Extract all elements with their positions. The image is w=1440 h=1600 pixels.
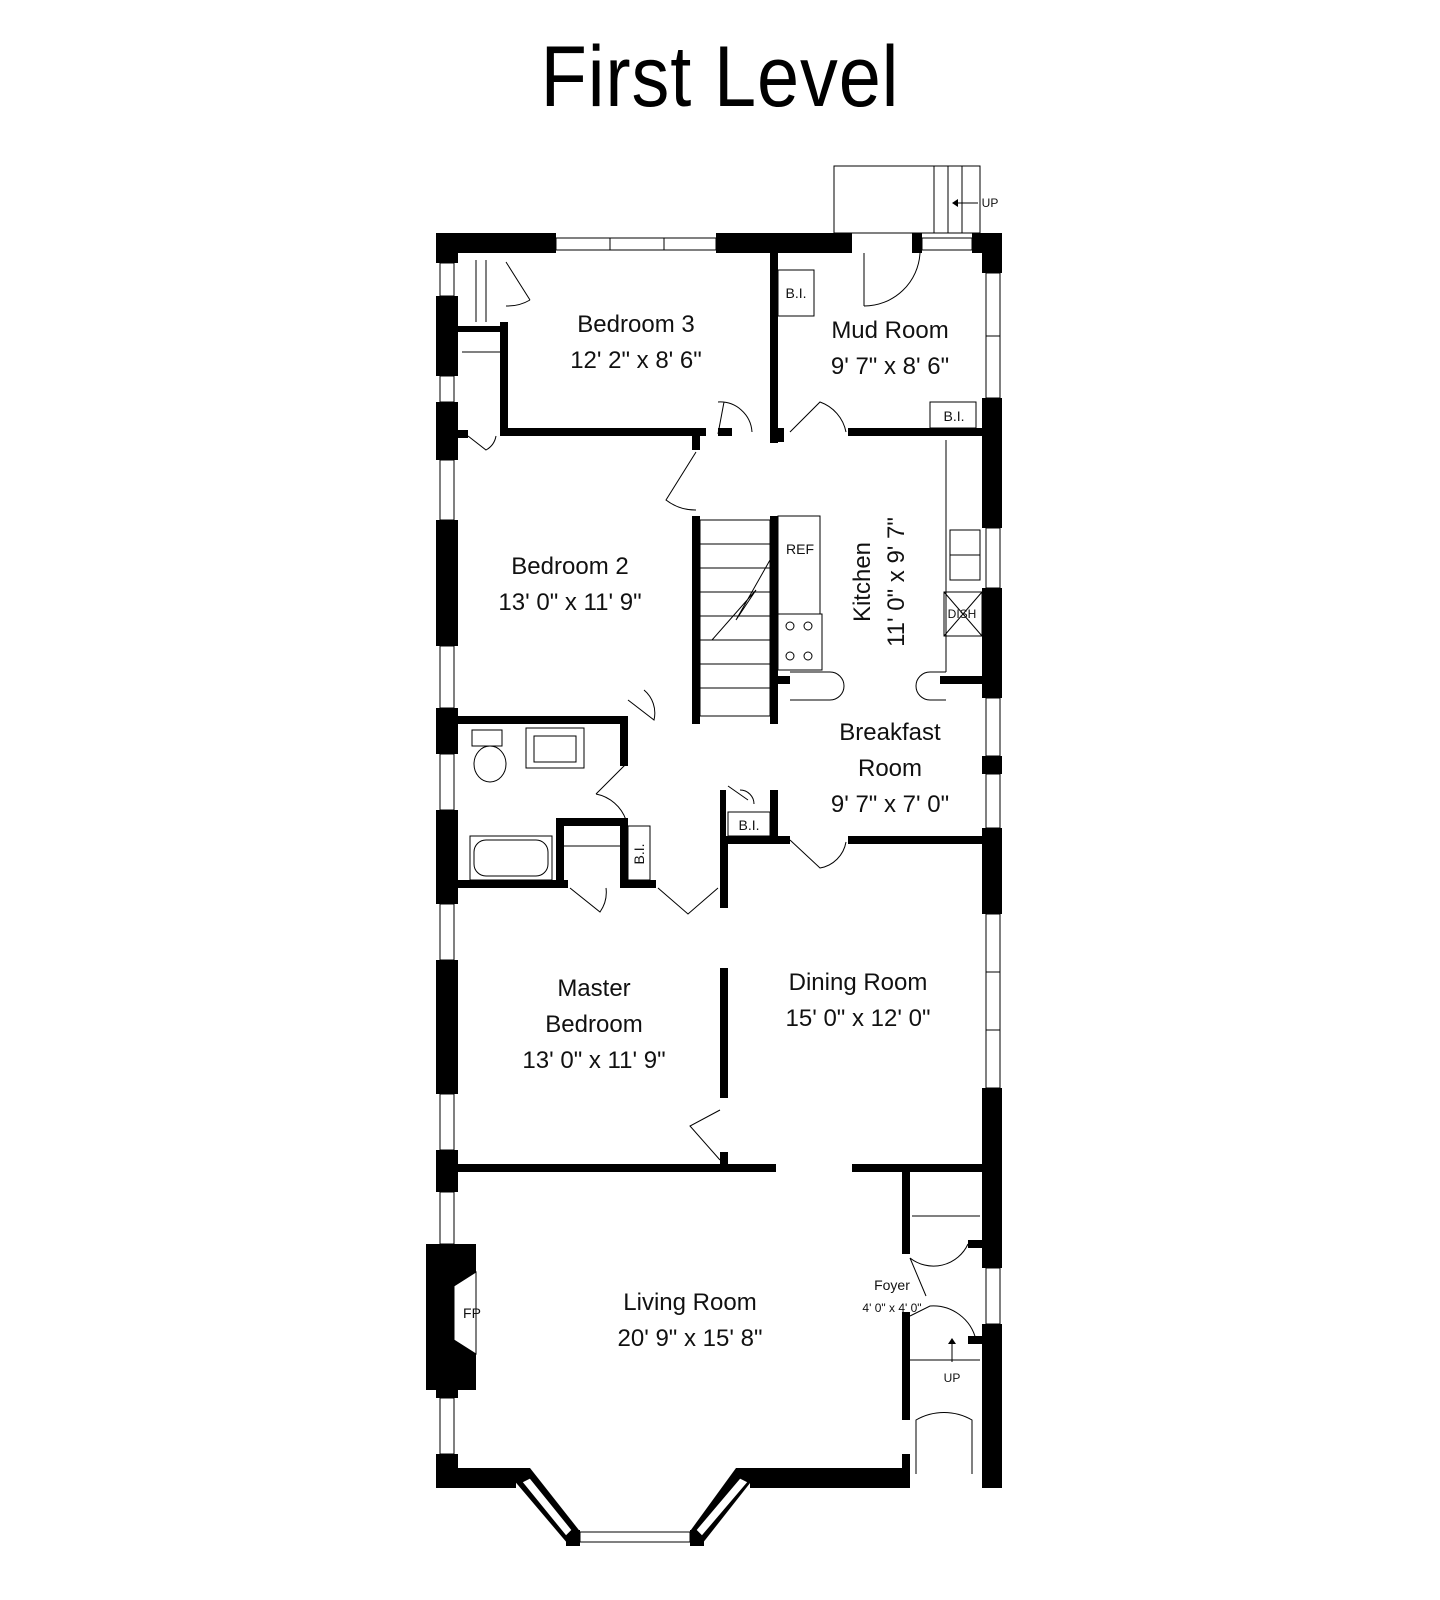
fixture-bi-bath: B.I. [631,843,647,864]
room-name-dining: Dining Room [789,969,928,996]
room-dims-living: 20' 9" x 15' 8" [618,1325,763,1352]
room-dims-kitchen: 11' 0" x 9' 7" [883,517,910,647]
room-dims-dining: 15' 0" x 12' 0" [786,1005,931,1032]
linework [462,165,983,1474]
page-title: First Level [540,29,900,125]
stair-up-rear: UP [982,196,999,210]
fixture-bi-mud-room: B.I. [785,285,806,301]
room-name-master-line1: Master [557,975,630,1002]
room-name-breakfast-line1: Breakfast [839,719,941,746]
room-dims-bedroom-2: 13' 0" x 11' 9" [498,589,641,616]
room-name-bedroom-2: Bedroom 2 [511,553,628,580]
stair-up-foyer: UP [944,1371,961,1385]
room-name-foyer: Foyer [874,1277,910,1293]
fixture-dish: DISH [948,607,977,621]
room-name-mud-room: Mud Room [831,317,948,344]
room-dims-breakfast: 9' 7" x 7' 0" [831,791,949,818]
room-name-living: Living Room [623,1289,756,1316]
interior-walls [458,253,982,1474]
room-dims-master: 13' 0" x 11' 9" [522,1047,665,1074]
room-name-bedroom-3: Bedroom 3 [577,311,694,338]
room-dims-mud-room: 9' 7" x 8' 6" [831,353,949,380]
room-name-kitchen: Kitchen [849,542,876,622]
fixture-fireplace: FP [463,1305,481,1321]
room-dims-foyer: 4' 0" x 4' 0" [862,1301,921,1315]
room-dims-bedroom-3: 12' 2" x 8' 6" [570,347,702,374]
fixture-ref: REF [786,541,814,557]
room-name-master-line2: Bedroom [545,1011,642,1038]
fixture-bi-hall: B.I. [738,817,759,833]
room-name-breakfast-line2: Room [858,755,922,782]
windows [439,237,1001,1543]
fixture-bi-kitchen: B.I. [943,408,964,424]
